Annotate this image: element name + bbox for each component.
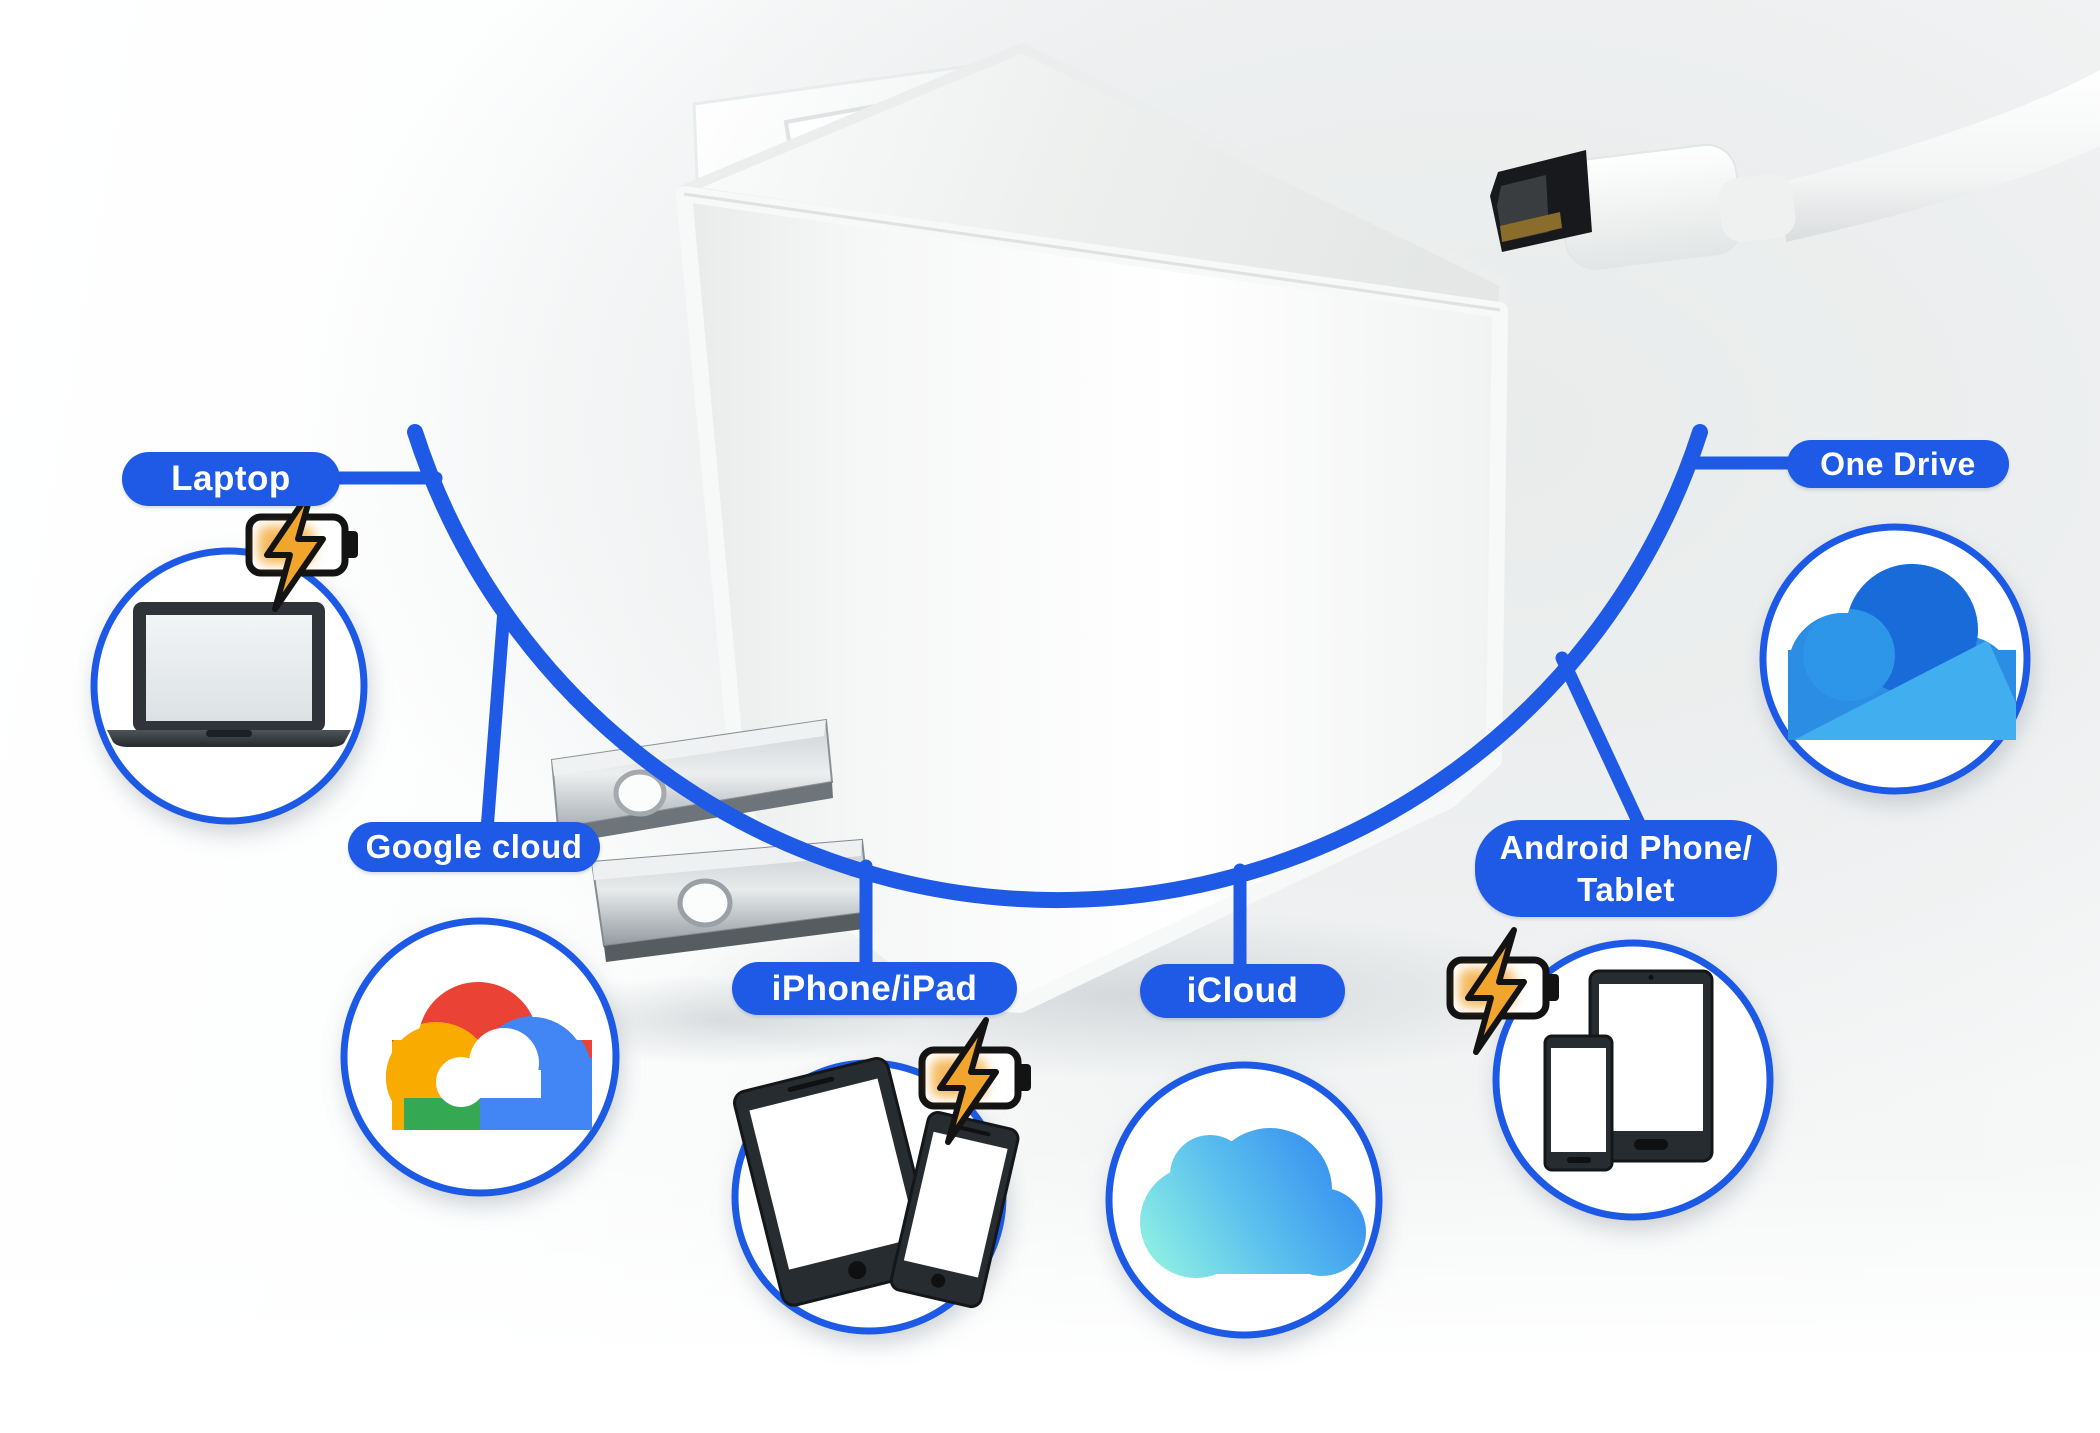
plug-prongs [550, 718, 872, 962]
google-connector-line [480, 603, 511, 837]
label-icloud-text: iCloud [1186, 971, 1299, 1010]
usb-connector-neck [1718, 174, 1796, 242]
prong-hole [677, 878, 733, 928]
label-iphone-ipad-text: iPhone/iPad [771, 968, 978, 1008]
charger-edge-line [683, 192, 1501, 312]
android-tablet-and-phone-icon [1543, 969, 1714, 1172]
cable-cord [1782, 70, 2100, 242]
connector-lines [329, 424, 1799, 975]
label-laptop-text: Laptop [171, 459, 291, 498]
label-one-drive: One Drive [1787, 440, 2009, 488]
charger-body [676, 43, 1510, 1013]
laptop-icon [107, 602, 351, 747]
plug-prong-lower [590, 838, 872, 962]
label-laptop: Laptop [122, 452, 340, 506]
label-google-cloud-text: Google cloud [365, 828, 583, 866]
usb-gold-pins [1500, 212, 1562, 242]
usb-cable [1490, 70, 2100, 270]
prong-hole [613, 769, 667, 817]
plug-prong-upper [550, 718, 834, 844]
label-android-line1: Android Phone/ [1499, 829, 1753, 867]
label-icloud: iCloud [1140, 964, 1345, 1018]
label-iphone-ipad: iPhone/iPad [732, 962, 1017, 1015]
icloud-logo [1140, 1128, 1366, 1278]
usb-wall-charger [550, 43, 1510, 1013]
label-android-phone-tablet: Android Phone/ Tablet [1475, 820, 1777, 917]
onedrive-logo [1788, 564, 2016, 740]
android-connector-line [1555, 651, 1649, 837]
label-google-cloud: Google cloud [348, 822, 600, 872]
label-one-drive-text: One Drive [1820, 445, 1976, 482]
tablet-and-phone-icon [733, 1057, 1020, 1309]
label-android-line2: Tablet [1577, 870, 1675, 908]
